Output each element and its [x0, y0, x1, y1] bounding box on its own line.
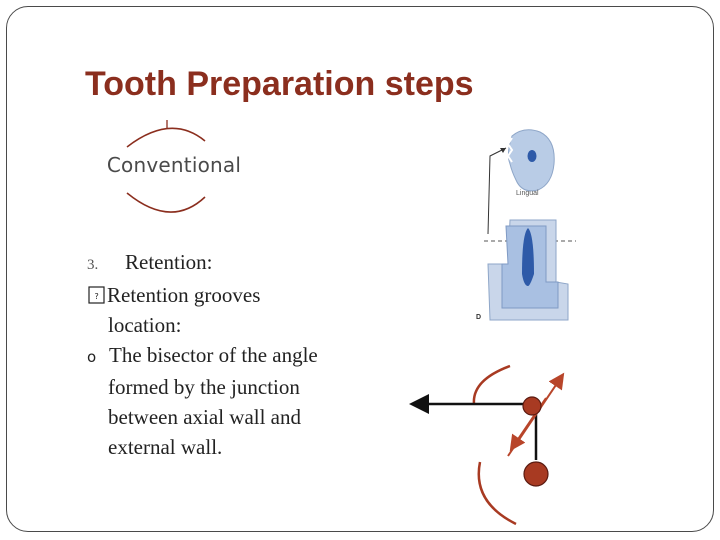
item-number: 3. [87, 257, 99, 273]
retention-heading: Retention: [125, 250, 213, 274]
bisector-text: The bisector of the angle [109, 343, 318, 367]
grooves-line: ? Retention grooves [87, 280, 387, 310]
grooves-text: Retention grooves [107, 283, 261, 307]
retention-text-block: 3. Retention: ? Retention grooves locatio… [87, 247, 387, 462]
bisector-angle-diagram [409, 364, 565, 526]
conventional-arcs-icon [126, 120, 206, 213]
bisector-line-4: external wall. [108, 435, 223, 459]
circle-bullet-icon: o [87, 348, 97, 366]
d-label: D [476, 314, 482, 321]
svg-text:?: ? [94, 292, 99, 301]
missing-glyph-bullet-icon: ? [88, 286, 105, 304]
slide-title: Tooth Preparation steps [85, 65, 474, 103]
tooth-section-figure [484, 129, 576, 321]
slide-frame: Tooth Preparation steps Conventional 3. R… [6, 6, 714, 532]
bisector-line: o The bisector of the angle [87, 340, 387, 372]
location-line: location: [108, 313, 182, 337]
bisector-line-2: formed by the junction [108, 375, 300, 399]
retention-heading-line: 3. Retention: [87, 247, 387, 280]
conventional-label: Conventional [106, 153, 242, 177]
bisector-line-3: between axial wall and [108, 405, 301, 429]
lingual-label: Lingual [516, 190, 539, 197]
conventional-figure: Conventional [93, 119, 253, 223]
